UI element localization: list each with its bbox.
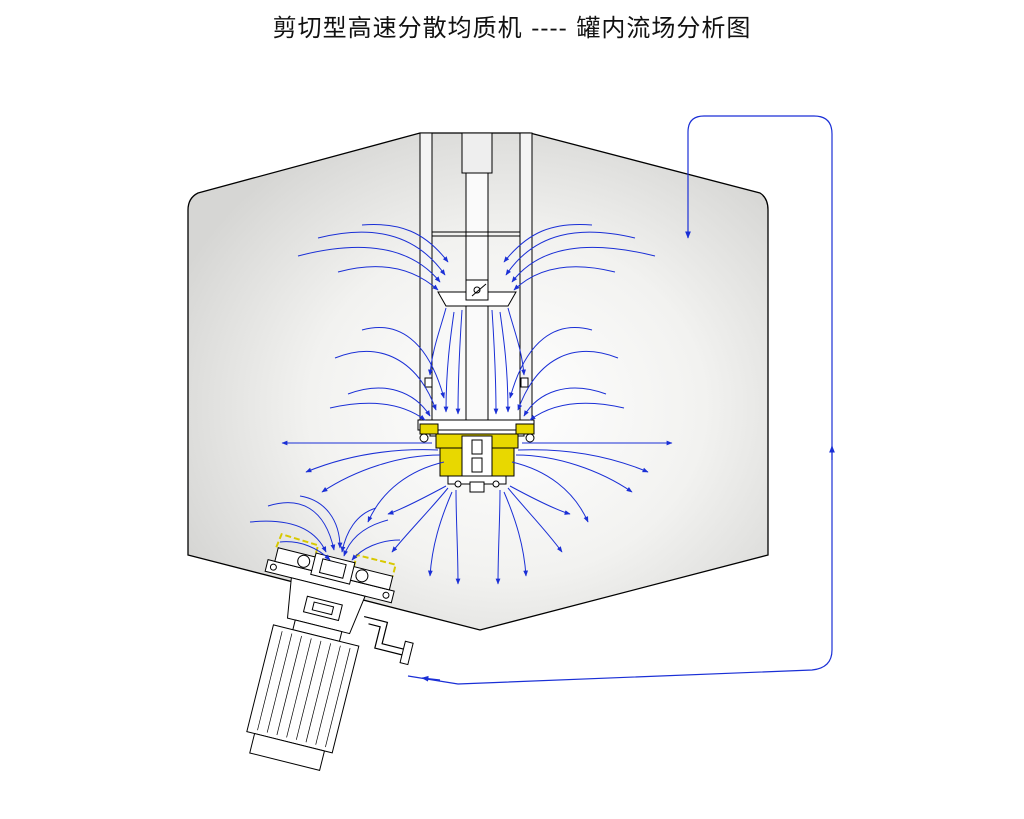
shaft-tube	[465, 132, 489, 424]
top-homogenizer	[417, 132, 535, 437]
rotor-stator-head	[419, 423, 535, 493]
diagram-title: 剪切型高速分散均质机 ---- 罐内流场分析图	[272, 14, 752, 42]
bottom-rotor-housing	[275, 532, 397, 577]
flow-lines	[249, 224, 673, 585]
shaft-core	[461, 132, 493, 174]
motor-body	[246, 624, 360, 754]
recirculation-loop	[407, 115, 835, 685]
bottom-homogenizer	[246, 532, 414, 771]
